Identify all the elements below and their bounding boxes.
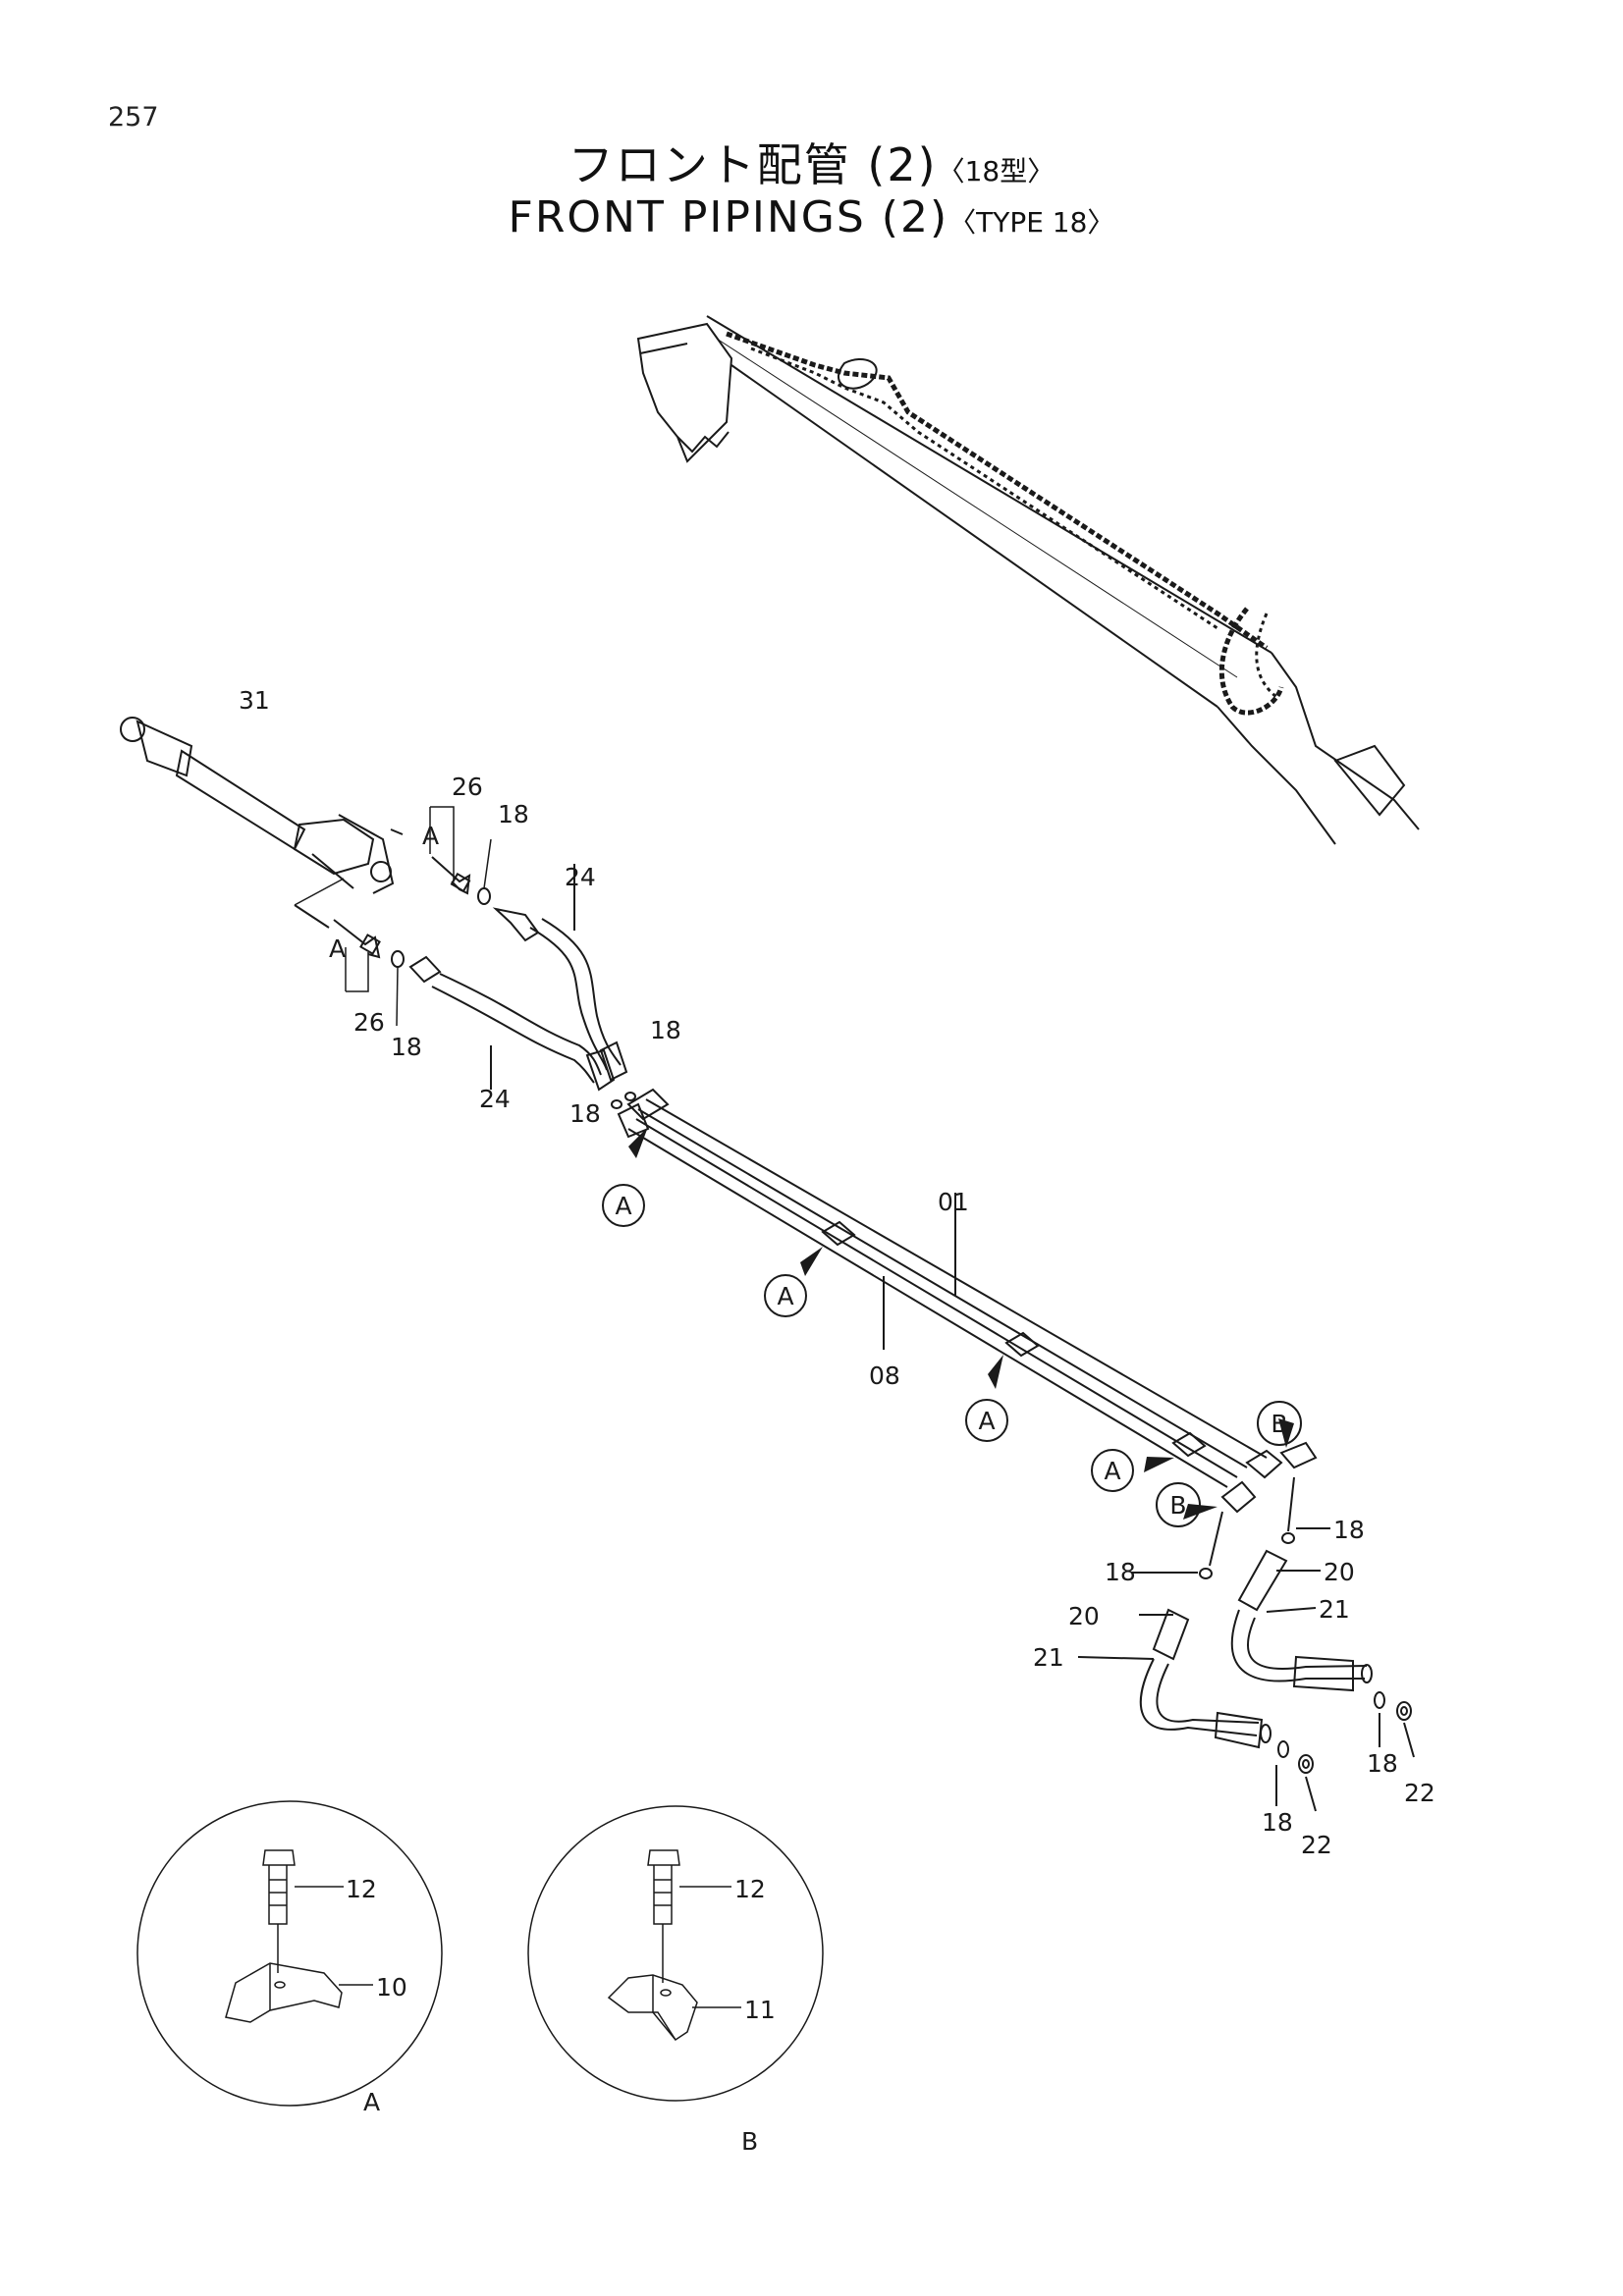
svg-text:A: A: [777, 1282, 793, 1310]
callout-18-h: 18: [1262, 1808, 1293, 1837]
ref-letter-a-lower: A: [329, 934, 346, 963]
callout-20-right: 20: [1324, 1558, 1355, 1586]
callout-18-c: 18: [650, 1016, 681, 1044]
bucket-cylinder: [120, 717, 404, 894]
callout-24-lower: 24: [479, 1085, 511, 1113]
marker-a-2: A: [764, 1274, 807, 1317]
title-english-text: FRONT PIPINGS (2): [508, 192, 949, 242]
page-number: 257: [108, 102, 159, 133]
marker-a-4: A: [1091, 1449, 1134, 1492]
callout-26-lower: 26: [353, 1008, 385, 1037]
callout-01: 01: [938, 1188, 969, 1216]
callout-22-right: 22: [1404, 1779, 1435, 1807]
main-pipes: [611, 1088, 1318, 1514]
callout-08: 08: [869, 1362, 900, 1390]
callout-21-left: 21: [1033, 1643, 1064, 1672]
detail-label-a: A: [363, 2088, 380, 2116]
part-callouts: 31 26 18 24 26 18 24 18 18 01 08 18 18 2…: [239, 686, 1435, 2024]
detail-view-b: [527, 1805, 824, 2102]
callout-12-b: 12: [734, 1875, 766, 1903]
callout-21-right: 21: [1319, 1595, 1350, 1624]
clamp-arrows: [628, 1127, 1294, 1520]
callout-18-a: 18: [498, 800, 529, 828]
callout-11: 11: [744, 1996, 776, 2024]
callout-12-a: 12: [346, 1875, 377, 1903]
callout-18-g: 18: [1367, 1749, 1398, 1778]
title-japanese-text: フロント配管 (2): [568, 138, 938, 191]
svg-text:B: B: [1271, 1410, 1287, 1438]
callout-22-left: 22: [1301, 1831, 1332, 1859]
callout-18-f: 18: [1105, 1558, 1136, 1586]
callout-18-e: 18: [1333, 1516, 1365, 1544]
reference-letters: A A: [329, 822, 439, 963]
callout-18-d: 18: [569, 1099, 601, 1128]
detail-view-labels: A B: [363, 2088, 758, 2156]
callout-20-left: 20: [1068, 1602, 1100, 1630]
page-title-japanese: フロント配管 (2)〈18型〉: [0, 130, 1623, 194]
callout-leaders-26: [294, 806, 492, 1027]
detail-label-b: B: [741, 2127, 758, 2156]
excavator-front-overview: [636, 315, 1420, 845]
elbow-fittings-upper: [294, 856, 491, 968]
callout-24-upper: 24: [565, 863, 596, 891]
callout-10: 10: [376, 1973, 407, 2002]
callout-26-upper: 26: [452, 773, 483, 801]
clamp-markers: A A A A B B: [602, 1184, 1302, 1527]
ref-letter-a-upper: A: [422, 822, 439, 850]
marker-a-3: A: [965, 1399, 1008, 1442]
svg-text:A: A: [615, 1192, 631, 1220]
marker-b-2: B: [1156, 1482, 1201, 1527]
lower-hoses: [1077, 1476, 1415, 1812]
svg-text:A: A: [978, 1407, 995, 1435]
detail-view-a: [136, 1800, 443, 2107]
svg-text:B: B: [1169, 1491, 1186, 1520]
page-title-english: FRONT PIPINGS (2)〈TYPE 18〉: [0, 192, 1623, 242]
callout-31: 31: [239, 686, 270, 715]
marker-a-1: A: [602, 1184, 645, 1227]
svg-text:A: A: [1104, 1457, 1120, 1485]
callout-18-b: 18: [391, 1033, 422, 1061]
title-japanese-suffix: 〈18型〉: [937, 155, 1055, 187]
title-english-suffix: 〈TYPE 18〉: [948, 206, 1115, 239]
hoses-24: [408, 864, 628, 1092]
marker-b-1: B: [1257, 1401, 1302, 1446]
